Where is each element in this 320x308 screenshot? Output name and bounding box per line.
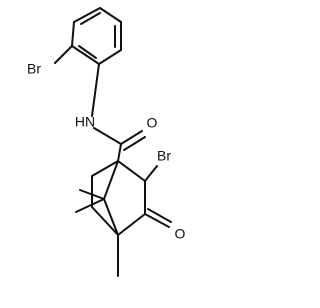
bond-bridgehead-to-brc	[117, 160, 146, 182]
bond-aryl-c2-c3	[73, 7, 101, 23]
bond-layer	[54, 7, 172, 277]
aryl-bromine-label: Br	[27, 61, 41, 77]
molecule-svg: Br HN O Br O	[27, 7, 186, 277]
bond-aryl-nh	[91, 63, 100, 117]
ketone-oxygen-label: O	[175, 226, 186, 242]
bond-carbonyl-o-1	[120, 130, 143, 145]
bond-brc-to-br	[144, 165, 158, 182]
bond-gem-carbon-to-lower-bridgehead	[103, 198, 119, 236]
alkyl-bromine-label: Br	[157, 148, 171, 164]
bond-aryl-c5-c6	[98, 49, 122, 65]
bond-ketone-c-to-o-1	[144, 213, 170, 228]
bond-ketone-c-to-o-2	[147, 208, 172, 223]
bond-nh-carbonyl-c	[93, 127, 122, 145]
bond-gem-methyl-a	[79, 189, 105, 200]
bond-aryl-c3-c4	[99, 7, 122, 23]
bond-aryl-br	[54, 45, 73, 64]
chemical-structure-diagram: Br HN O Br O	[27, 7, 186, 277]
bond-ketone-c-to-lower-bridgehead	[117, 213, 146, 236]
bond-lower-bridge-to-lower-bridgehead	[91, 206, 119, 236]
bond-aryl-c6-c1	[71, 45, 100, 65]
bond-upper-bridgehead-to-left-bridge	[91, 160, 119, 177]
bond-aryl-double-inner-bottom	[78, 45, 97, 59]
atom-label-layer: Br HN O Br O	[27, 61, 186, 242]
bond-gem-methyl-b	[75, 198, 105, 213]
carbonyl-oxygen-label: O	[147, 115, 158, 131]
bond-carbonyl-bridgehead	[117, 143, 122, 162]
bond-carbonyl-o-2	[123, 136, 146, 151]
amide-nh-label: HN	[75, 114, 95, 130]
bond-upper-bridgehead-to-gem-carbon	[103, 160, 119, 200]
bond-aryl-double-inner-top	[80, 12, 101, 25]
bond-aryl-c1-c2	[71, 21, 75, 47]
